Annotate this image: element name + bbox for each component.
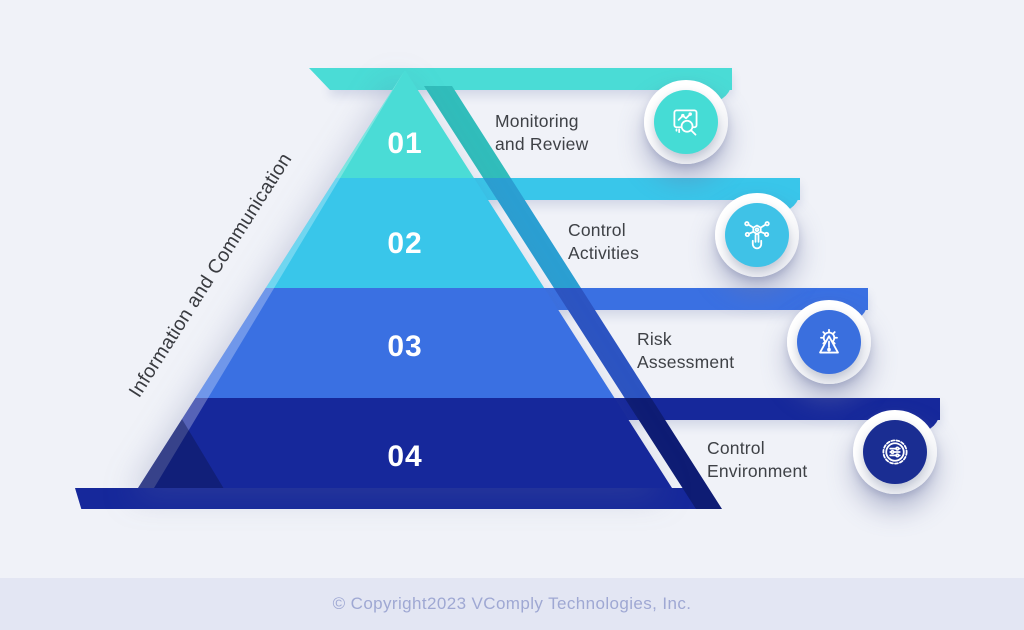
warning-gear-icon (819, 328, 839, 354)
level-icon-badge-2 (715, 193, 799, 277)
pyramid-layer-1 (138, 70, 672, 178)
level-label-4: Control Environment (707, 438, 808, 481)
footer: © Copyright2023 VComply Technologies, In… (0, 578, 1024, 630)
level-icon-badge-4 (853, 410, 937, 494)
pyramid-layer-4 (138, 398, 672, 488)
level-label-2: Control Activities (568, 220, 640, 263)
pyramid-base-bar (96, 488, 683, 509)
copyright-text: © Copyright2023 VComply Technologies, In… (332, 594, 692, 613)
monitor-magnifier-icon (673, 109, 698, 136)
level-number-3: 03 (387, 330, 423, 363)
level-icon-badge-1 (644, 80, 728, 164)
level-label-3: Risk Assessment (637, 329, 735, 372)
level-number-4: 04 (387, 440, 423, 473)
level-icon-badge-3 (787, 300, 871, 384)
badge-sliders-icon (882, 439, 908, 465)
level-label-1: Monitoring and Review (495, 111, 589, 154)
level-number-2: 02 (387, 227, 423, 260)
touch-network-icon (744, 221, 770, 250)
level-number-1: 01 (387, 127, 423, 160)
